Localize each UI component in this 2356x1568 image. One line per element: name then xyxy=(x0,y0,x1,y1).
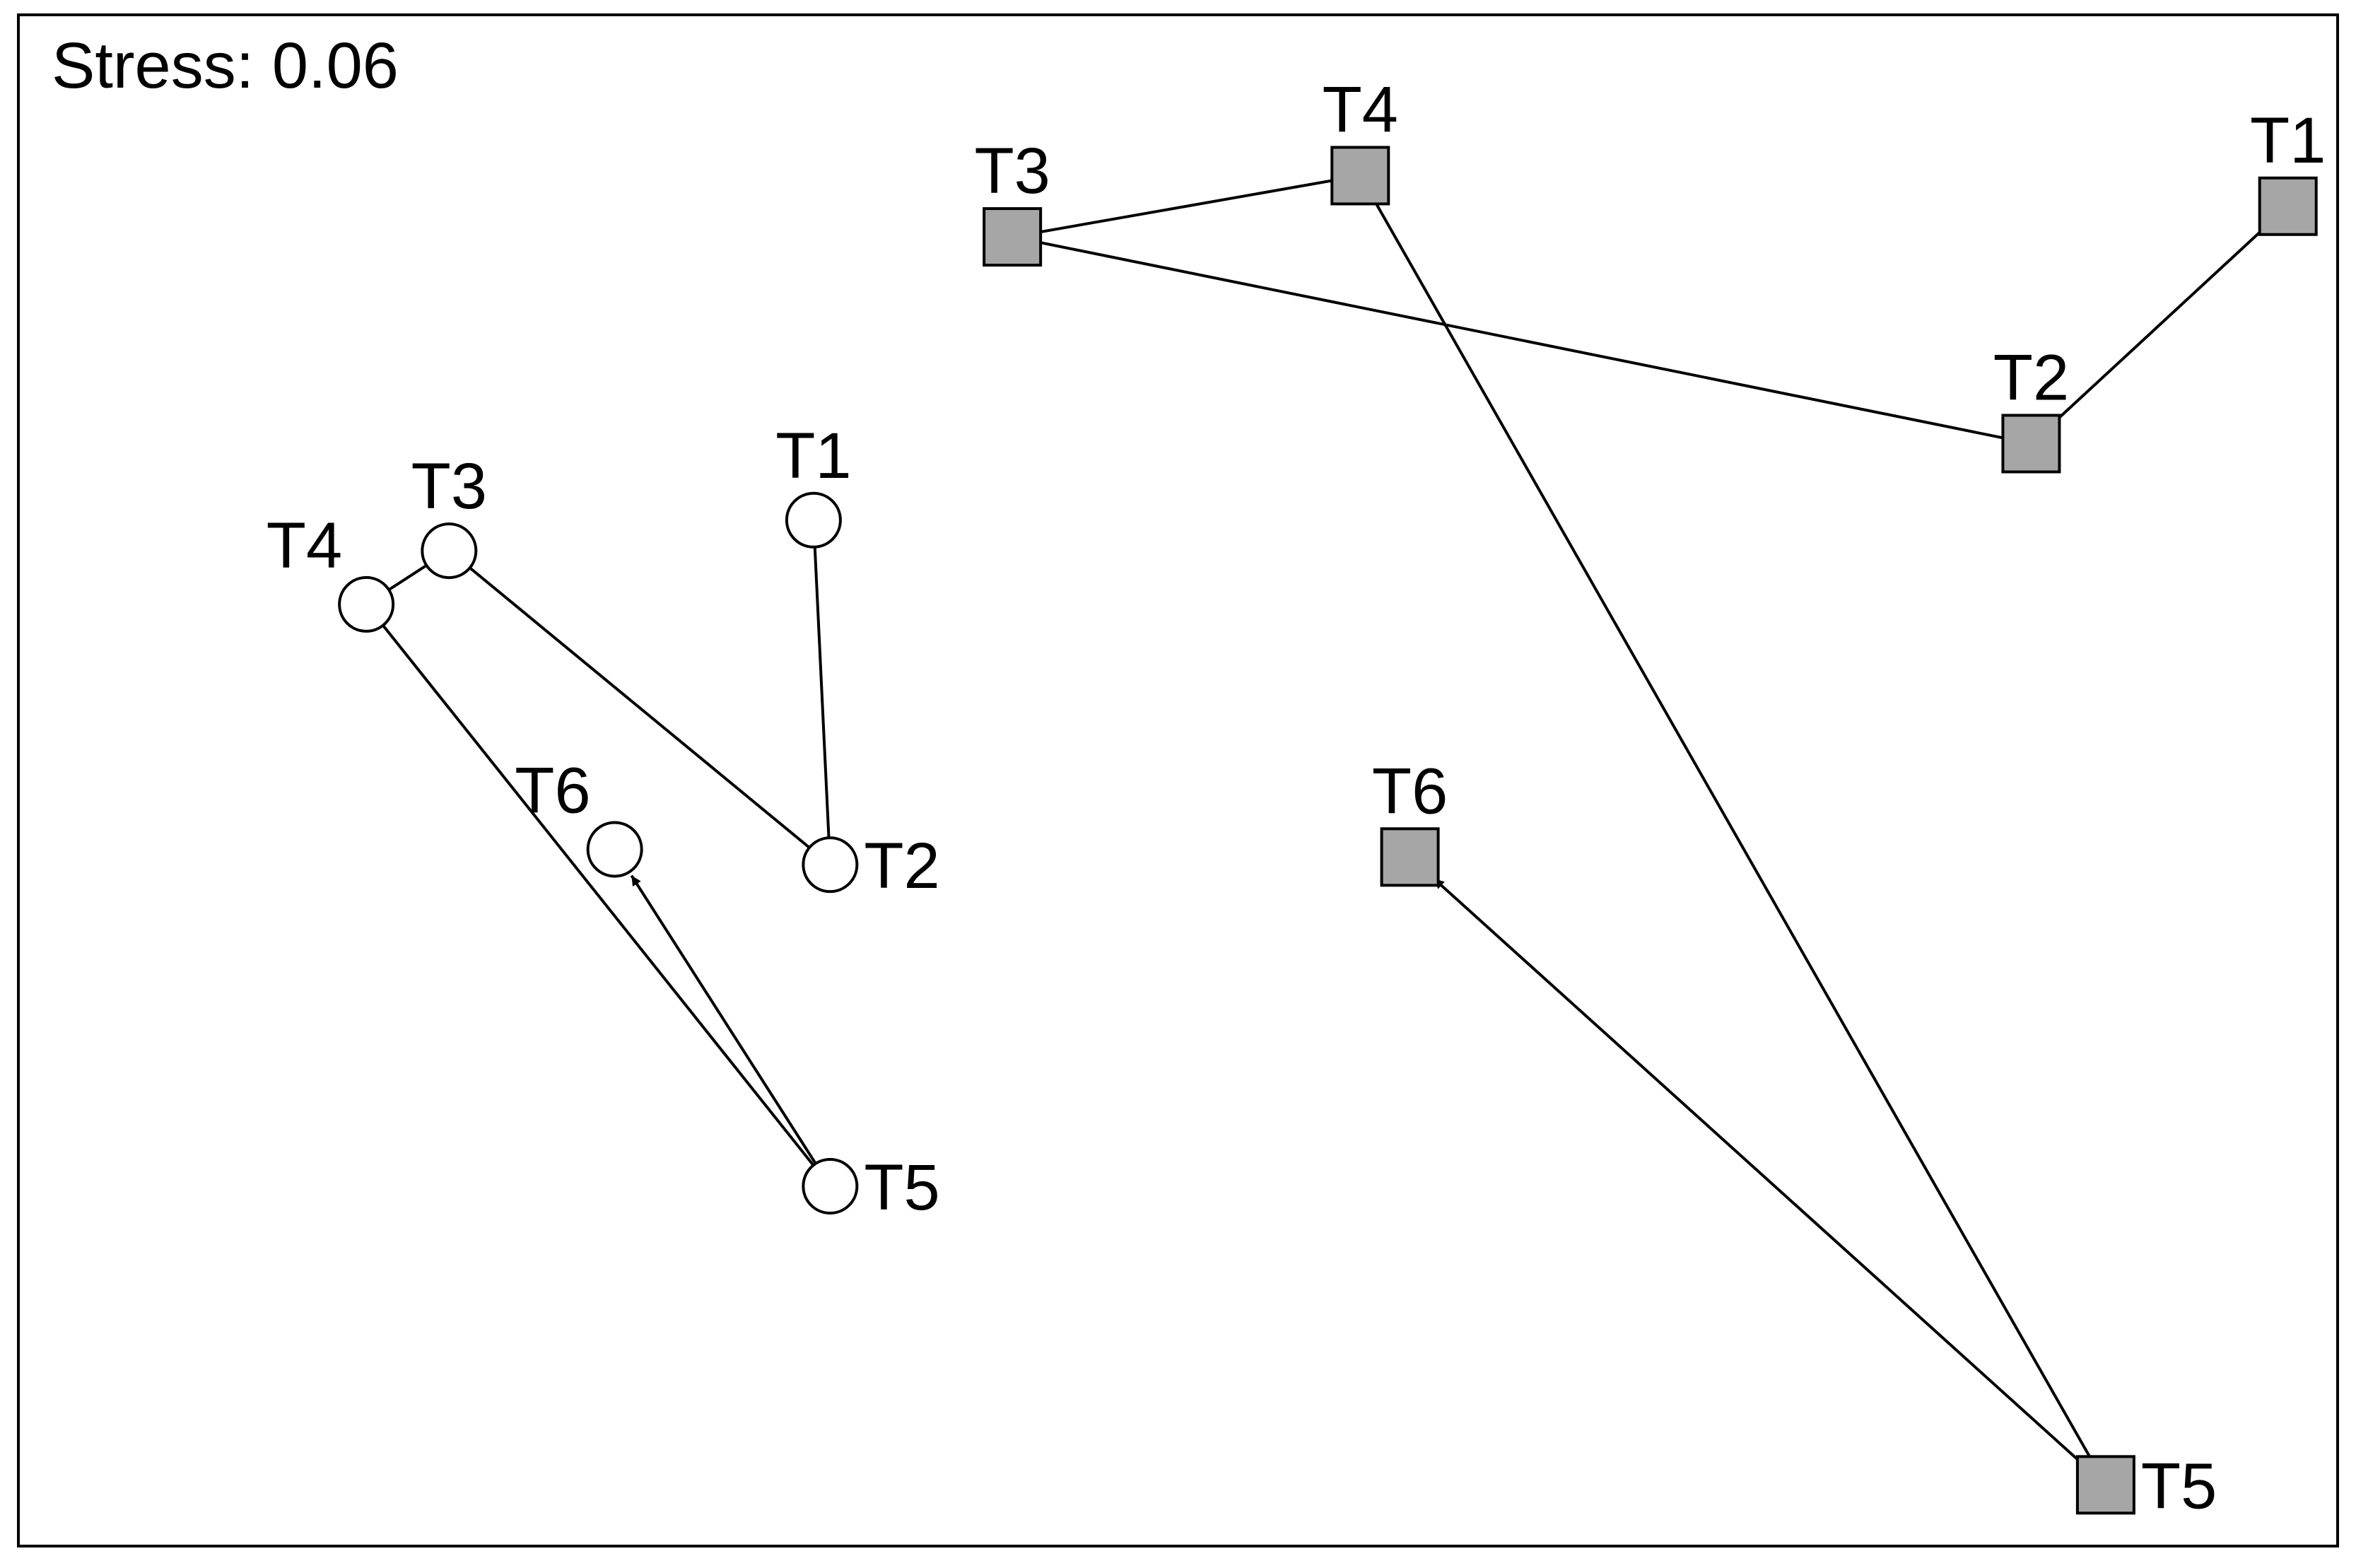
square-marker-T1 xyxy=(2258,176,2318,236)
square-label-T1: T1 xyxy=(2250,105,2326,177)
square-marker-T4 xyxy=(1330,146,1390,206)
square-marker-T2 xyxy=(2001,414,2061,474)
trajectory-segment-square-T4-T5 xyxy=(1359,175,2107,1486)
trajectory-segment-circle-T4-T5 xyxy=(365,603,831,1188)
circle-marker-T1 xyxy=(785,491,842,549)
circle-marker-T6 xyxy=(586,821,643,878)
circle-marker-T3 xyxy=(421,522,478,580)
trajectory-segment-square-T1-T2 xyxy=(2030,205,2290,445)
square-label-T5: T5 xyxy=(2141,1450,2217,1522)
square-marker-T6 xyxy=(1380,827,1440,887)
square-marker-T5 xyxy=(2075,1455,2135,1515)
trajectory-arrow-square-T5-T6 xyxy=(1433,877,2107,1486)
square-label-T3: T3 xyxy=(974,135,1050,207)
trajectory-lines xyxy=(365,174,2290,1486)
plot-frame xyxy=(17,13,2339,1547)
square-label-T6: T6 xyxy=(1372,755,1448,827)
circle-label-T3: T3 xyxy=(411,450,487,522)
square-label-T2: T2 xyxy=(1993,341,2069,414)
circle-marker-T2 xyxy=(802,836,859,894)
square-label-T4: T4 xyxy=(1323,74,1398,146)
circle-label-T1: T1 xyxy=(775,420,851,492)
square-marker-T3 xyxy=(983,207,1043,267)
circle-label-T4: T4 xyxy=(266,510,342,582)
trajectory-segment-square-T3-T4 xyxy=(1012,174,1361,239)
trajectory-arrow-circle-T5-T6 xyxy=(630,874,832,1188)
circle-label-T6: T6 xyxy=(515,754,590,826)
point-markers xyxy=(338,146,2318,1515)
stress-annotation: Stress: 0.06 xyxy=(52,30,399,102)
trajectory-segment-circle-T2-T3 xyxy=(448,549,831,866)
trajectory-segment-circle-T1-T2 xyxy=(811,520,832,865)
circle-label-T2: T2 xyxy=(864,830,939,902)
circle-label-T5: T5 xyxy=(864,1152,939,1224)
circle-marker-T5 xyxy=(802,1157,859,1215)
circle-marker-T4 xyxy=(338,575,395,633)
trajectory-segment-square-T2-T3 xyxy=(1012,235,2032,445)
